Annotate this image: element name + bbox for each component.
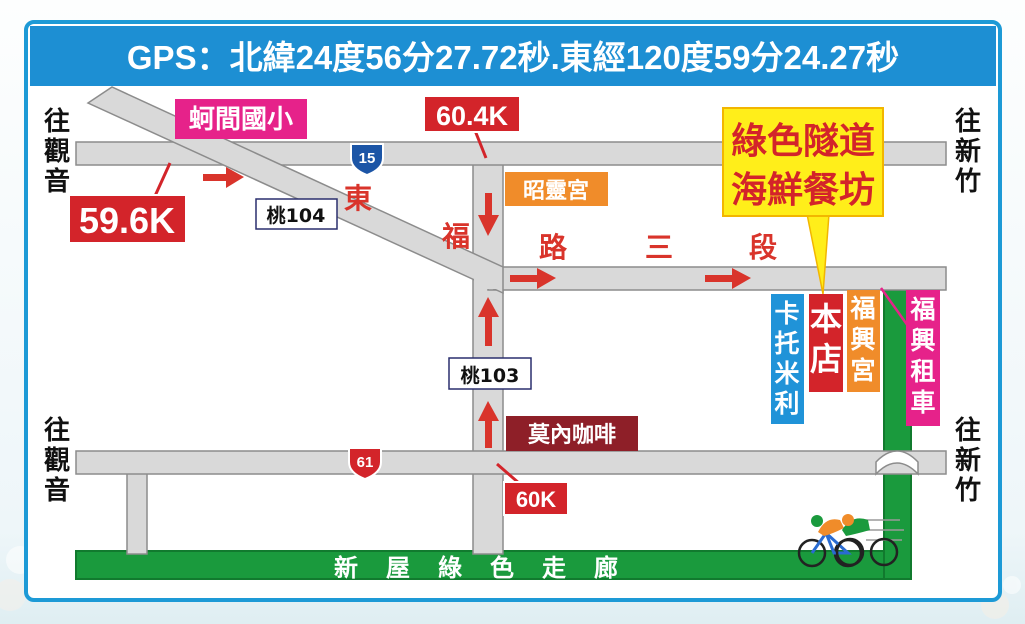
arrow-up-icon — [478, 297, 499, 346]
karting-label: 卡托米利 — [771, 294, 804, 424]
svg-text:福興宮: 福興宮 — [849, 294, 875, 385]
greenway-overpass — [875, 450, 919, 476]
svg-text:59.6K: 59.6K — [79, 200, 175, 241]
route-arrows — [203, 167, 751, 448]
svg-text:60K: 60K — [516, 487, 556, 512]
main-store-label: 本店 — [809, 294, 843, 392]
svg-text:福興租車: 福興租車 — [909, 295, 935, 417]
gps-header — [30, 26, 996, 86]
route-15-badge: 15 — [350, 143, 384, 177]
greenway-vertical — [883, 289, 912, 580]
tao-103-badge: 桃103 — [448, 357, 532, 390]
road-char-dong: 東 — [344, 182, 372, 215]
svg-text:61: 61 — [357, 454, 374, 471]
svg-text:蚵間國小: 蚵間國小 — [189, 105, 293, 135]
road-char-fu: 福 — [441, 220, 470, 253]
arrow-up-icon — [478, 401, 499, 448]
cafe-label: 莫內咖啡 — [506, 416, 638, 451]
restaurant-name-line2: 海鮮餐坊 — [731, 170, 875, 211]
arrow-right-icon — [203, 167, 244, 188]
dest-guanyin-bottom: 往觀音 — [44, 415, 70, 505]
road-char-lu: 路 — [539, 231, 568, 264]
greenway-path — [75, 550, 912, 580]
dest-guanyin-top: 往觀音 — [44, 106, 70, 196]
arrow-right-icon — [510, 268, 556, 289]
svg-text:桃104: 桃104 — [267, 204, 326, 227]
arrow-down-icon — [478, 193, 499, 236]
road-char-duan: 段 — [749, 231, 777, 264]
school-label: 蚵間國小 — [175, 99, 307, 139]
svg-text:莫內咖啡: 莫內咖啡 — [528, 423, 616, 448]
gps-coordinates: GPS：北緯24度56分27.72秒.東經120度59分24.27秒 — [127, 39, 899, 76]
car-rental-label: 福興租車 — [879, 287, 940, 426]
km-marker-59-6: 59.6K — [68, 162, 187, 244]
route-61-road — [75, 450, 947, 475]
zhaoling-temple-label: 昭靈宮 — [505, 172, 608, 206]
svg-text:昭靈宮: 昭靈宮 — [523, 178, 589, 204]
route-61-badge: 61 — [348, 447, 382, 481]
road-char-san: 三 — [645, 231, 673, 264]
km-marker-60: 60K — [496, 462, 569, 516]
fuxing-temple-label: 福興宮 — [847, 290, 880, 392]
svg-text:桃103: 桃103 — [461, 364, 520, 387]
svg-text:60.4K: 60.4K — [436, 101, 509, 131]
restaurant-callout: 綠色隧道 海鮮餐坊 — [722, 107, 884, 295]
tao-104-badge: 桃104 — [255, 198, 338, 230]
dest-hsinchu-bottom: 往新竹 — [954, 415, 981, 505]
side-road — [126, 461, 148, 555]
svg-text:本店: 本店 — [810, 300, 842, 378]
cyclists-icon — [797, 514, 904, 568]
restaurant-name-line1: 綠色隧道 — [731, 121, 875, 162]
arrow-right-icon — [705, 268, 751, 289]
svg-text:卡托米利: 卡托米利 — [774, 299, 800, 418]
svg-text:15: 15 — [359, 150, 376, 167]
km-marker-60-4: 60.4K — [423, 95, 521, 159]
dest-hsinchu-top: 往新竹 — [954, 106, 981, 196]
greenway-label: 新屋綠色走廊 — [334, 554, 646, 582]
